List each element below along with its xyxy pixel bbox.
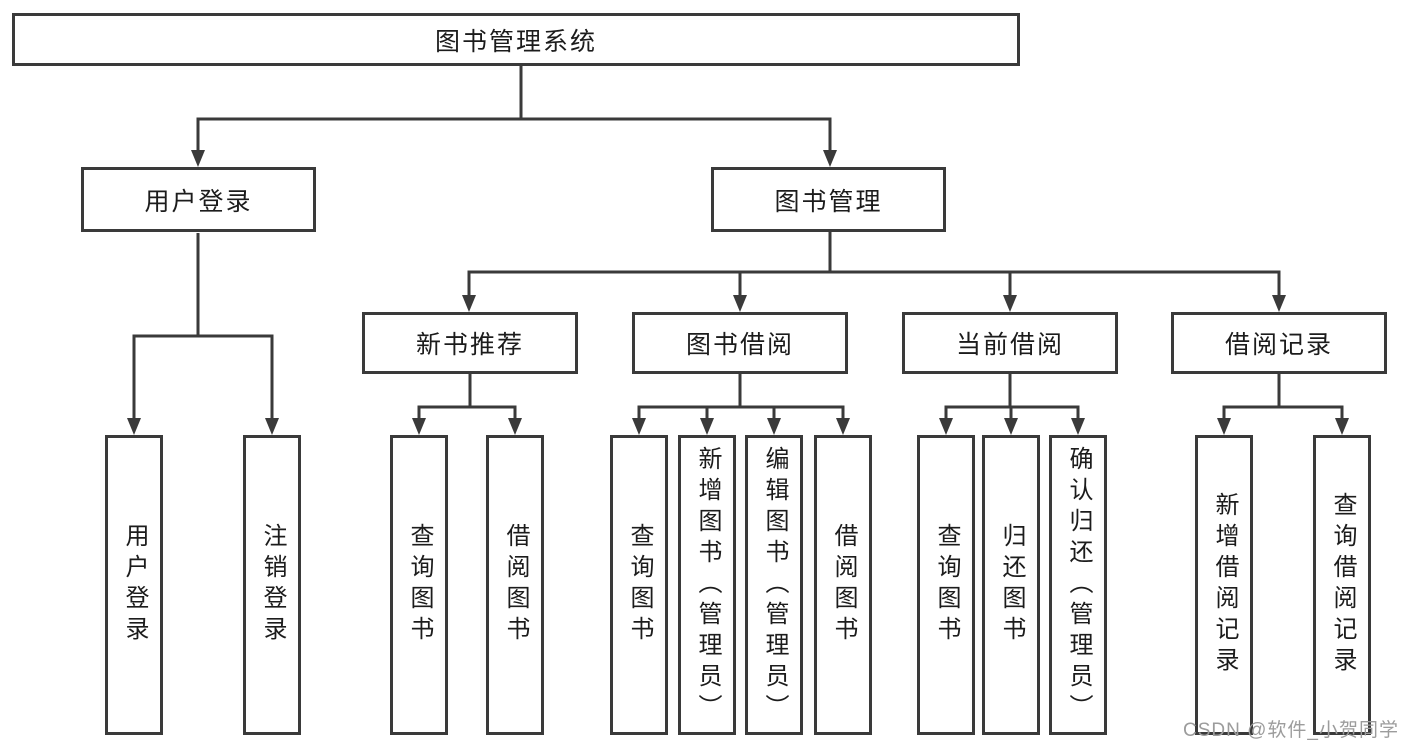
leaf-label: 注销登录 [259, 523, 285, 647]
leaf-query-books-current: 查询图书 [917, 435, 975, 735]
node-new-book-recommend: 新书推荐 [362, 312, 578, 374]
leaf-label: 借阅图书 [830, 523, 856, 647]
csdn-watermark: CSDN @软件_小贺同学 [1183, 720, 1399, 741]
leaf-label: 查询借阅记录 [1329, 492, 1355, 678]
node-book-borrow: 图书借阅 [632, 312, 848, 374]
leaf-label: 新增借阅记录 [1211, 492, 1237, 678]
leaf-label: 查询图书 [933, 523, 959, 647]
leaf-return-books: 归还图书 [982, 435, 1040, 735]
node-borrow-records: 借阅记录 [1171, 312, 1387, 374]
leaf-label: 用户登录 [121, 523, 147, 647]
leaf-label: 查询图书 [626, 523, 652, 647]
leaf-user-login: 用户登录 [105, 435, 163, 735]
leaf-label: 新增图书（管理员） [694, 445, 720, 725]
leaf-borrow-books-recommend: 借阅图书 [486, 435, 544, 735]
connector-paths [132, 66, 1344, 420]
leaf-query-books-recommend: 查询图书 [390, 435, 448, 735]
leaf-borrow-books: 借阅图书 [814, 435, 872, 735]
leaf-label: 借阅图书 [502, 523, 528, 647]
node-user-login: 用户登录 [81, 167, 316, 232]
leaf-edit-books-admin: 编辑图书（管理员） [745, 435, 803, 735]
leaf-label: 查询图书 [406, 523, 432, 647]
leaf-label: 归还图书 [998, 523, 1024, 647]
leaf-logout: 注销登录 [243, 435, 301, 735]
node-root-system: 图书管理系统 [12, 13, 1020, 66]
node-current-borrow: 当前借阅 [902, 312, 1118, 374]
leaf-confirm-return-admin: 确认归还（管理员） [1049, 435, 1107, 735]
leaf-add-borrow-record: 新增借阅记录 [1195, 435, 1253, 735]
arrowhead-down-icons [127, 150, 1349, 435]
node-book-management: 图书管理 [711, 167, 946, 232]
leaf-query-borrow-record: 查询借阅记录 [1313, 435, 1371, 735]
leaf-add-books-admin: 新增图书（管理员） [678, 435, 736, 735]
leaf-label: 确认归还（管理员） [1065, 445, 1091, 725]
leaf-query-books-borrow: 查询图书 [610, 435, 668, 735]
leaf-label: 编辑图书（管理员） [761, 445, 787, 725]
